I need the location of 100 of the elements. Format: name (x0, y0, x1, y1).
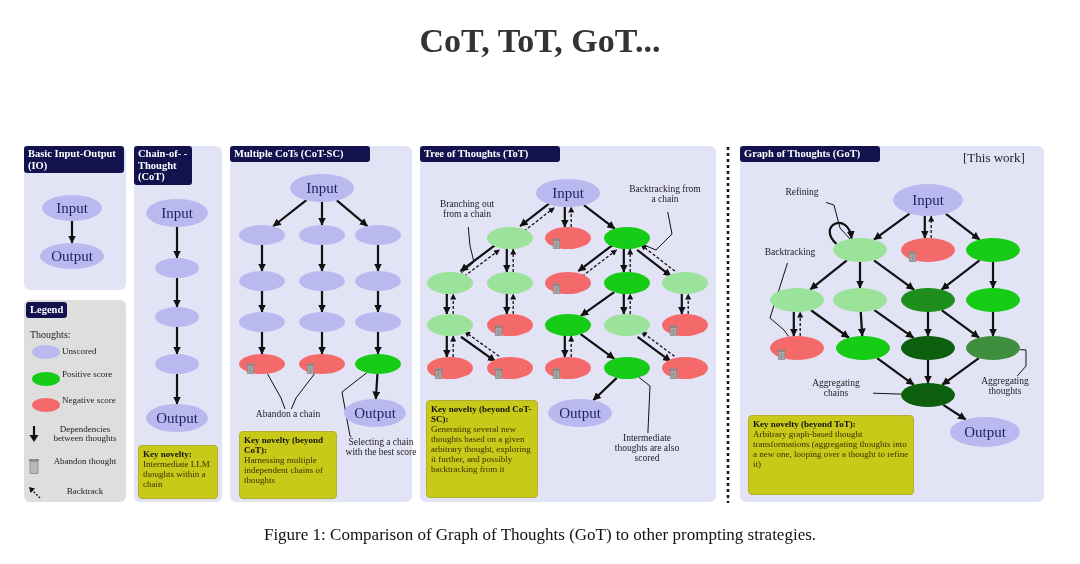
note-heading: Key novelty (beyond ToT): (753, 419, 857, 430)
legend-label: Dependencies between thoughts (52, 425, 118, 444)
thought-ellipse (155, 354, 199, 374)
thought-ellipse (604, 272, 650, 294)
dependency-arrow (258, 332, 266, 355)
dependency-arrow (828, 222, 854, 245)
thought-ellipse (355, 225, 401, 245)
dependency-arrow (272, 199, 308, 228)
thought-ellipse (155, 258, 199, 278)
dependency-arrow (502, 249, 511, 273)
node-label: Output (156, 409, 198, 427)
dependency-arrow (560, 207, 569, 228)
dependency-arrow (173, 374, 181, 405)
note-body: Harnessing multiple independent chains of thoughts (244, 455, 324, 486)
thought-ellipse (836, 336, 890, 360)
annotation-text: Branching out from a chain (431, 200, 503, 226)
node-label: Input (912, 191, 944, 209)
thought-ellipse (299, 354, 345, 374)
backtrack-arrow (463, 249, 501, 277)
dependency-arrow (442, 294, 451, 315)
legend-label: Abandon thought (52, 457, 118, 467)
thought-ellipse (545, 272, 591, 294)
annotation-text: Backtracking from a chain (629, 185, 701, 211)
thought-ellipse (487, 272, 533, 294)
leader-line (290, 373, 316, 410)
leader-line (341, 372, 368, 438)
dependency-arrow (580, 291, 615, 317)
dependency-arrow (336, 199, 369, 227)
backtrack-arrow (450, 293, 457, 315)
dependency-arrow (619, 294, 628, 315)
legend-label: Backtrack (65, 487, 105, 497)
backtrack-arrow (450, 335, 457, 358)
dependency-arrow (577, 243, 614, 272)
backtrack-arrow (640, 331, 676, 357)
dependency-arrow (636, 249, 672, 278)
dependency-arrow (583, 204, 616, 230)
dependency-arrow (318, 332, 326, 355)
thought-ellipse (239, 312, 285, 332)
dependency-arrow (374, 245, 382, 272)
thought-ellipse (146, 404, 208, 432)
thought-ellipse (299, 312, 345, 332)
dependency-arrow (924, 312, 932, 337)
dependency-arrow (519, 201, 551, 227)
legend-label: Positive score (62, 370, 114, 380)
dependency-arrow (940, 259, 981, 291)
dependency-arrow (989, 312, 997, 337)
dependency-arrow (873, 259, 915, 291)
dependency-arrow (173, 278, 181, 308)
thought-ellipse (901, 336, 955, 360)
dependency-arrow (677, 294, 686, 315)
thought-ellipse (487, 227, 533, 249)
dependency-arrow (873, 212, 911, 241)
thought-ellipse (966, 238, 1020, 262)
node-label: Input (552, 184, 584, 202)
figure-caption: Figure 1: Comparison of Graph of Thoughts (GoT) to other prompting strategies. (263, 525, 817, 545)
thought-ellipse (833, 288, 887, 312)
thought-ellipse (901, 238, 955, 262)
thought-ellipse (966, 336, 1020, 360)
thought-ellipse (42, 195, 102, 221)
dependency-arrow (372, 373, 381, 400)
node-label: Output (559, 404, 601, 422)
note-heading: Key novelty: (143, 449, 193, 460)
node-label: Output (354, 404, 396, 422)
dependency-arrow (502, 294, 511, 315)
dependency-arrow (810, 309, 850, 339)
annotation-text: Selecting a chain with the best score (345, 438, 417, 478)
thought-ellipse (545, 314, 591, 336)
backtrack-arrow (685, 293, 692, 315)
dependency-arrow (619, 249, 628, 273)
dependency-arrow (579, 333, 616, 360)
thought-ellipse (487, 314, 533, 336)
backtrack-arrow (510, 248, 517, 273)
thought-ellipse (355, 271, 401, 291)
backtrack-arrow (510, 293, 517, 315)
thought-ellipse (604, 227, 650, 249)
leader-line (643, 211, 673, 251)
panel-header: Graph of Thoughts (GoT) (740, 146, 880, 162)
dependency-arrow (876, 357, 915, 386)
note-body: Generating several new thoughts based on a given arbitrary thought, exploring it further, and possibly backtracking from it (431, 424, 532, 475)
thought-ellipse (662, 314, 708, 336)
node-label: Output (964, 423, 1006, 441)
thought-ellipse (548, 399, 612, 427)
dependency-arrow (374, 332, 382, 355)
thought-ellipse (427, 314, 473, 336)
panel-header: Basic Input-Output (IO) (24, 146, 124, 174)
thought-ellipse (155, 307, 199, 327)
dependency-arrow (857, 311, 866, 337)
dependency-arrow (173, 327, 181, 355)
dependency-arrow (258, 291, 266, 313)
method-panel (740, 146, 1044, 502)
panel-header: Tree of Thoughts (ToT) (420, 146, 560, 162)
dependency-arrow (459, 243, 497, 273)
thought-ellipse (344, 399, 406, 427)
thought-ellipse (545, 357, 591, 379)
thought-ellipse (662, 357, 708, 379)
annotation-text: Aggregating thoughts (971, 377, 1039, 403)
dependency-arrow (592, 377, 618, 402)
thought-ellipse (901, 288, 955, 312)
method-panel (24, 146, 126, 290)
dependency-arrow (945, 212, 981, 241)
